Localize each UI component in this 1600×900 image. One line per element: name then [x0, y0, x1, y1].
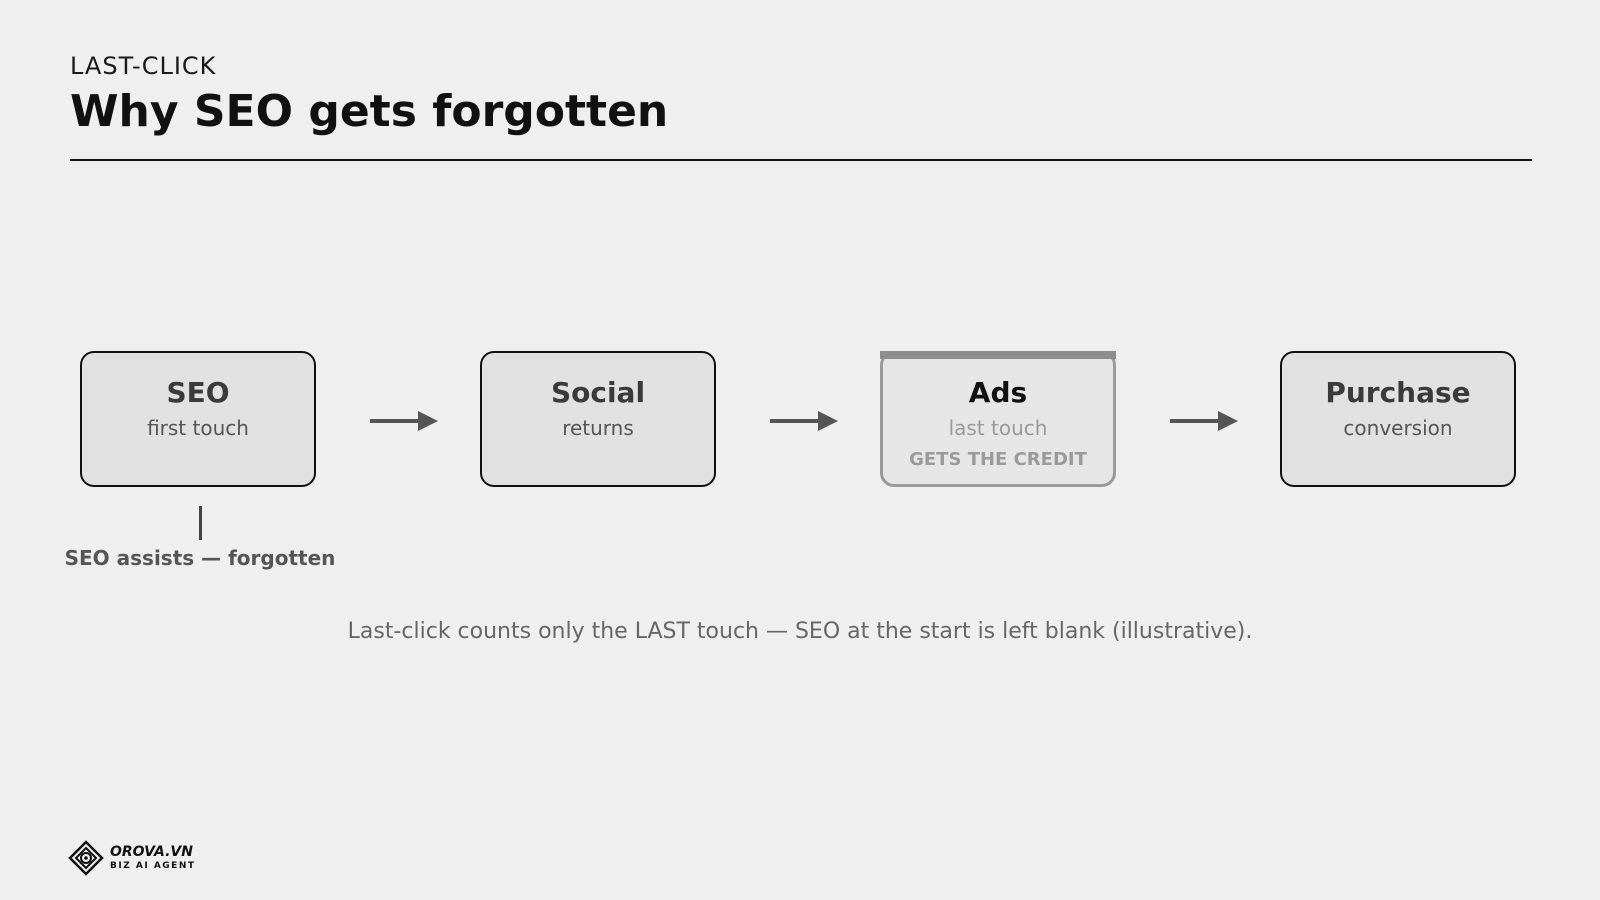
brand-logo: OROVA.VN BIZ AI AGENT — [68, 838, 196, 878]
slide-title: Why SEO gets forgotten — [70, 86, 669, 137]
assist-note: SEO assists — forgotten — [64, 546, 336, 570]
diagram-caption: Last-click counts only the LAST touch — … — [347, 619, 1253, 644]
orova-diamond-logo-icon — [68, 840, 104, 876]
slide-header: LAST-CLICK Why SEO gets forgotten — [70, 52, 1532, 138]
node-name: Social — [550, 376, 646, 409]
credited-highlight-bar — [880, 351, 1116, 359]
journey-node-purchase: Purchase conversion — [1280, 351, 1516, 487]
assist-connector — [199, 506, 202, 540]
header-divider — [70, 159, 1532, 161]
arrow-right-icon — [770, 411, 838, 431]
node-role: returns — [562, 416, 634, 440]
node-role: last touch — [948, 416, 1048, 440]
logo-brand-name: OROVA.VN — [110, 844, 193, 860]
journey-node-seo: SEO first touch — [80, 351, 316, 487]
logo-tagline: BIZ AI AGENT — [110, 861, 196, 871]
journey-node-ads: Ads last touch GETS THE CREDIT — [880, 351, 1116, 487]
node-name: Purchase — [1325, 376, 1471, 409]
credit-badge: GETS THE CREDIT — [909, 449, 1087, 470]
node-role: conversion — [1343, 416, 1453, 440]
journey-node-social: Social returns — [480, 351, 716, 487]
slide-eyebrow: LAST-CLICK — [70, 52, 217, 80]
arrow-right-icon — [1170, 411, 1238, 431]
node-role: first touch — [147, 416, 249, 440]
node-name: Ads — [968, 376, 1028, 409]
arrow-right-icon — [370, 411, 438, 431]
node-name: SEO — [166, 376, 230, 409]
